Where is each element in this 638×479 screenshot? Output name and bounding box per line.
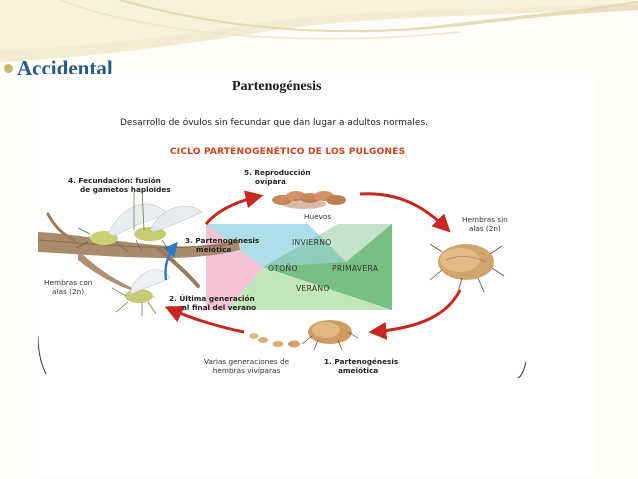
wingless-line1: Hembras sin [462, 215, 508, 224]
step5-line2: ovípara [255, 177, 286, 186]
winged-females-label: Hembras con alas (2n) [44, 278, 92, 296]
viviparous-line1: Varias generaciones de [204, 357, 290, 366]
arrow-viviparous-to-step2 [164, 305, 245, 334]
season-spring-quadrant [263, 224, 392, 310]
season-autumn-label: OTOÑO [268, 264, 298, 273]
step3-label: 3. Partenogénesis meiótica [185, 236, 259, 254]
branch [38, 212, 240, 298]
step2-line2: al final del verano [182, 303, 257, 312]
eggs-label: Huevos [304, 212, 332, 221]
season-spring-label: PRIMAVERA [332, 264, 379, 273]
season-winter-label: INVIERNO [292, 238, 332, 247]
winged-aphid [111, 269, 171, 316]
step1-label: 1. Partenogénesis ameiótica [324, 357, 398, 375]
step5-label: 5. Reproducción ovípara [244, 168, 311, 186]
arrow-step2-to-step3 [163, 241, 178, 281]
decorative-header-swoosh [0, 0, 638, 62]
winged-line1: Hembras con [44, 278, 93, 287]
figure-title: Partenogénesis [232, 79, 322, 94]
season-diamond [206, 224, 392, 310]
figure-panel: Partenogénesis Desarrollo de óvulos sin … [38, 74, 595, 476]
cycle-title: CICLO PARTENOGENÉTICO DE LOS PULGONES [170, 147, 406, 157]
season-summer-label: VERANO [296, 284, 330, 293]
step5-line1: 5. Reproducción [244, 168, 311, 177]
cycle-arrows [163, 190, 462, 340]
wingless-aphid-large [429, 243, 505, 293]
mating-aphids [75, 187, 203, 253]
wingless-line2: alas (2n) [468, 224, 501, 233]
step2-label: 2. Última generación al final del verano [169, 294, 256, 312]
winged-line2: alas (2n) [52, 287, 85, 296]
diagram-graphics [38, 187, 527, 379]
figure-subtitle: Desarrollo de óvulos sin fecundar que da… [120, 118, 429, 128]
step2-line1: 2. Última generación [169, 294, 255, 303]
step3-line1: 3. Partenogénesis [185, 236, 260, 245]
arrow-step4-to-step5 [204, 190, 264, 225]
frame-curve-right [517, 361, 527, 379]
step4-label: 4. Fecundación: fusión de gametos haploi… [68, 176, 171, 194]
wingless-females-label: Hembras sin alas (2n) [462, 215, 508, 233]
step4-line2: de gametos haploides [80, 185, 171, 194]
bullet-dot [4, 64, 13, 73]
arrow-wingless-to-step1 [368, 289, 462, 340]
step3-line2: meiótica [196, 245, 232, 254]
step1-line1: 1. Partenogénesis [324, 357, 399, 366]
season-winter-quadrant [206, 224, 346, 267]
viviparous-aphids [249, 320, 359, 351]
frame-curve-left [38, 335, 47, 375]
arrow-step5-to-wingless [359, 192, 451, 233]
egg-cluster [272, 191, 346, 209]
viviparous-label: Varias generaciones de hembras vivíparas [204, 357, 289, 375]
step1-line2: ameiótica [338, 366, 379, 375]
viviparous-line2: hembras vivíparas [212, 366, 281, 375]
season-summer-quadrant [226, 267, 392, 310]
step4-line1: 4. Fecundación: fusión [68, 176, 161, 185]
